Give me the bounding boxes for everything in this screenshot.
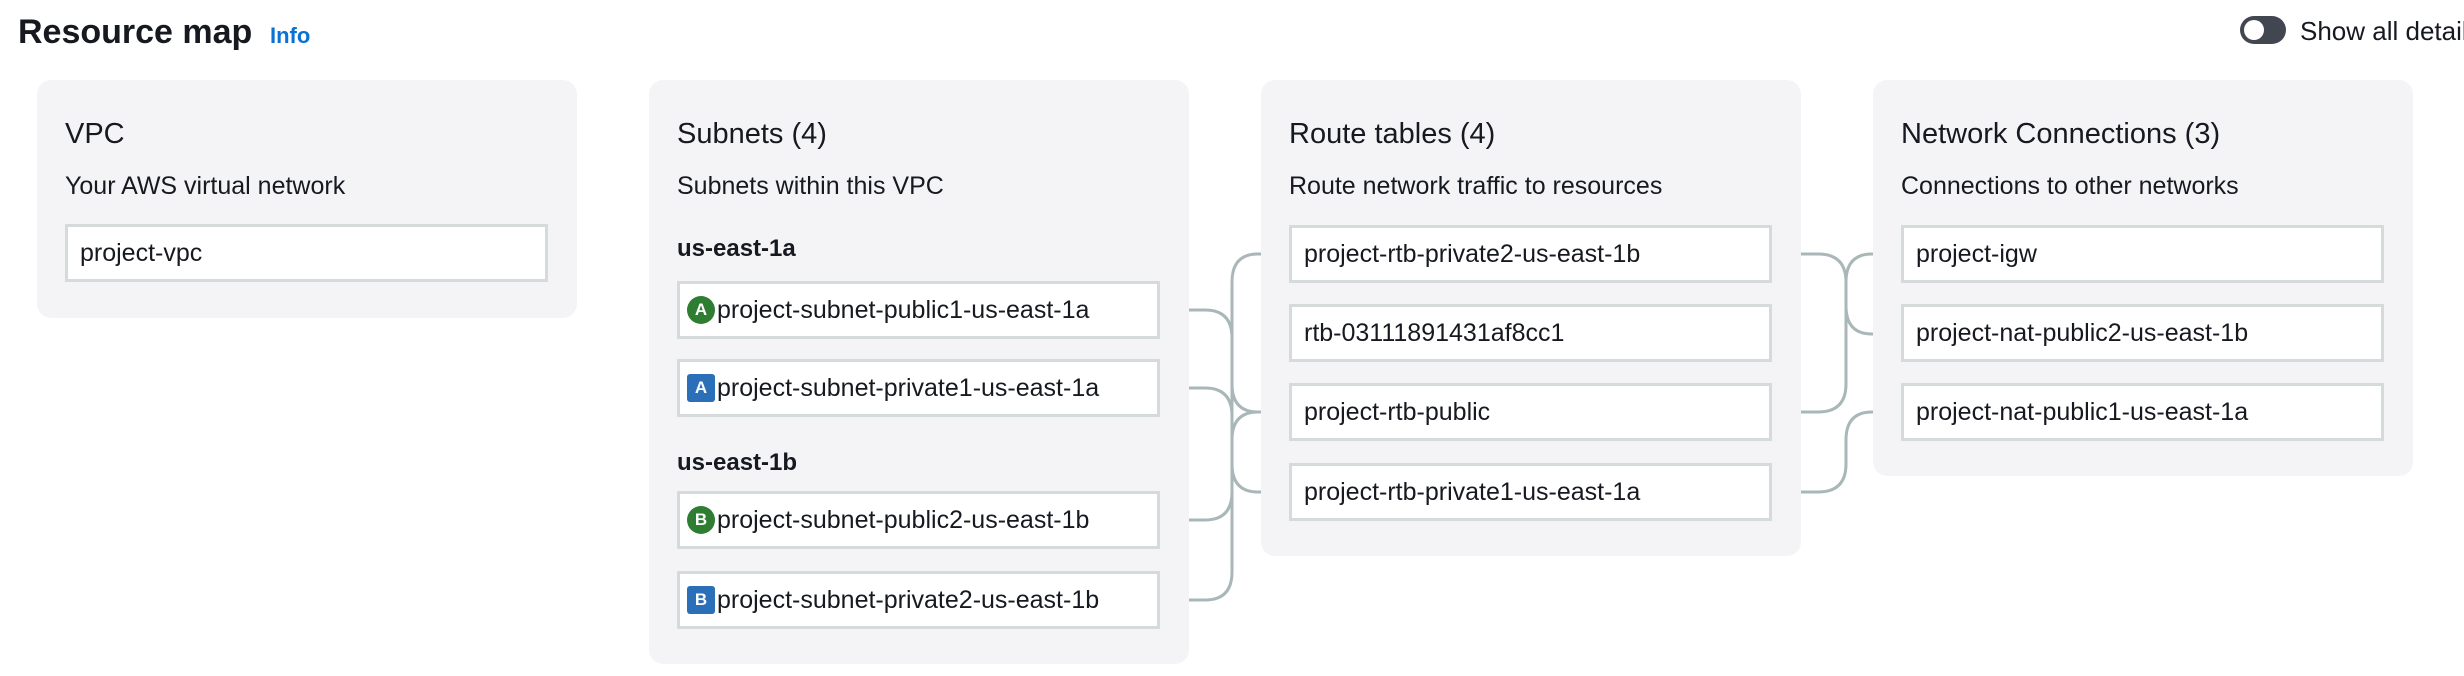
- route-tables-panel-title: Route tables (4): [1289, 118, 1496, 150]
- subnet-item-label: project-subnet-private1-us-east-1a: [717, 374, 1100, 402]
- network-connection-item-nat-public2[interactable]: project-nat-public2-us-east-1b: [1901, 304, 2384, 362]
- subnets-panel-description: Subnets within this VPC: [677, 172, 944, 200]
- subnets-panel-title: Subnets (4): [677, 118, 827, 150]
- route-table-item-private1[interactable]: project-rtb-private1-us-east-1a: [1289, 463, 1772, 521]
- route-table-item-private2[interactable]: project-rtb-private2-us-east-1b: [1289, 225, 1772, 283]
- show-all-details-toggle[interactable]: [2240, 16, 2286, 44]
- toggle-knob: [2244, 20, 2264, 40]
- vpc-panel: VPC Your AWS virtual network: [37, 80, 577, 318]
- route-table-item-public[interactable]: project-rtb-public: [1289, 383, 1772, 441]
- route-table-item-label: project-rtb-public: [1304, 398, 1491, 426]
- route-table-item-label: rtb-03111891431af8cc1: [1304, 319, 1565, 347]
- subnet-item-public1[interactable]: A project-subnet-public1-us-east-1a: [677, 281, 1160, 339]
- network-connection-item-nat-public1[interactable]: project-nat-public1-us-east-1a: [1901, 383, 2384, 441]
- private-subnet-b-badge-icon: B: [687, 586, 715, 614]
- zone-label-us-east-1b: us-east-1b: [677, 449, 798, 476]
- subnet-item-label: project-subnet-private2-us-east-1b: [717, 586, 1100, 614]
- route-table-item-label: project-rtb-private2-us-east-1b: [1304, 240, 1641, 268]
- route-table-item-label: project-rtb-private1-us-east-1a: [1304, 478, 1641, 506]
- public-subnet-b-badge-icon: B: [687, 506, 715, 534]
- vpc-panel-description: Your AWS virtual network: [65, 172, 346, 200]
- vpc-item-label: project-vpc: [80, 239, 203, 267]
- subnet-item-private2[interactable]: B project-subnet-private2-us-east-1b: [677, 571, 1160, 629]
- network-connection-item-label: project-nat-public1-us-east-1a: [1916, 398, 2249, 426]
- network-connection-item-label: project-nat-public2-us-east-1b: [1916, 319, 2249, 347]
- route-table-item-main[interactable]: rtb-03111891431af8cc1: [1289, 304, 1772, 362]
- subnet-item-label: project-subnet-public2-us-east-1b: [717, 506, 1090, 534]
- vpc-panel-title: VPC: [65, 118, 125, 150]
- zone-label-us-east-1a: us-east-1a: [677, 235, 796, 262]
- subnet-item-label: project-subnet-public1-us-east-1a: [717, 296, 1090, 324]
- network-connection-item-igw[interactable]: project-igw: [1901, 225, 2384, 283]
- show-all-details-label: Show all detail: [2300, 16, 2464, 46]
- subnet-item-public2[interactable]: B project-subnet-public2-us-east-1b: [677, 491, 1160, 549]
- public-subnet-a-badge-icon: A: [687, 296, 715, 324]
- network-connections-panel-description: Connections to other networks: [1901, 172, 2239, 200]
- subnet-item-private1[interactable]: A project-subnet-private1-us-east-1a: [677, 359, 1160, 417]
- info-link[interactable]: Info: [270, 23, 311, 48]
- vpc-item[interactable]: project-vpc: [65, 224, 548, 282]
- private-subnet-a-badge-icon: A: [687, 374, 715, 402]
- network-connection-item-label: project-igw: [1916, 240, 2037, 268]
- route-tables-panel-description: Route network traffic to resources: [1289, 172, 1663, 200]
- page-title: Resource map: [18, 13, 253, 51]
- network-connections-panel-title: Network Connections (3): [1901, 118, 2221, 150]
